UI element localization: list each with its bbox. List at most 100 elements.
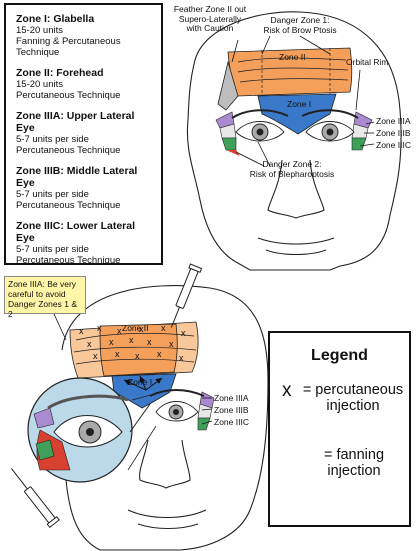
top-right-zone-iiic [351,137,367,151]
legend-percutaneous-text: = percutaneous injection [300,382,406,414]
zone-detail: Technique [16,47,60,58]
top-left-brow [231,109,289,119]
top-eyes [231,109,359,142]
top-zone-iiia-label: Zone IIIA [376,116,411,126]
zone-detail: Percutaneous Technique [16,255,121,266]
percutaneous-x-mark: x [87,339,92,349]
bottom-right-pupil [172,408,180,416]
legend-percutaneous-line1: = percutaneous [302,382,404,398]
top-zone-i-label: Zone I [287,99,312,109]
bottom-zone-iiic-label: Zone IIIC [214,417,249,427]
legend-fanning-line2: injection [327,463,381,479]
legend-title: Legend [311,347,368,364]
top-danger-feather [217,60,239,111]
callout-line3: Danger Zones 1 & 2 [8,299,77,319]
bottom-zone-ii [99,323,178,377]
top-right-brow [301,109,359,119]
bottom-lip-line [137,523,199,530]
magnifier-zone-iiia [33,407,55,429]
top-zones [215,47,373,156]
percutaneous-x-mark: x [129,335,134,345]
zone-detail: Fanning & Percutaneous [16,36,121,47]
top-zone-iiic-label: Zone IIIC [376,140,411,150]
callout-line2: careful to avoid [8,289,66,299]
bottom-zone-ii-label: Zone II [122,323,149,333]
zone-detail: 5-7 units per side [16,189,89,200]
zone-title: Zone II: Forehead [16,67,104,79]
danger-zone-2-line1: Danger Zone 2: [262,159,322,169]
bottom-nose [139,439,191,489]
zone-detail: Percutaneous Technique [16,200,121,211]
percutaneous-x-mark: x [115,349,120,359]
feather-zone-note: Feather Zone II out Supero-Laterally wit… [170,4,250,34]
zone-detail: Percutaneous Technique [16,90,121,101]
top-zone-i [257,93,337,135]
percutaneous-x-mark: x [157,349,162,359]
bottom-leader-lines [53,313,213,425]
top-right-pupil [326,128,334,136]
percutaneous-x-mark: x [93,351,98,361]
top-zone-iiib-label: Zone IIIB [376,128,411,138]
bottom-mouth [127,509,207,519]
percutaneous-x-mark: x [161,323,166,333]
zone-detail: 5-7 units per side [16,134,89,145]
percutaneous-x-mark: x [169,339,174,349]
magnifier-red-zone [36,429,71,471]
fanning-arrows [123,375,163,391]
percutaneous-x-mark: x [79,326,84,336]
percutaneous-x-mark: x [139,324,144,334]
top-nose [267,159,325,219]
bottom-zone-i-label: Zone I [128,377,153,387]
legend-fanning-text: = fanning injection [302,447,406,479]
feather-note-line1: Feather Zone II out [173,4,247,14]
zone-detail: 15-20 units [16,25,64,36]
percutaneous-x-mark: x [179,353,184,363]
bottom-right-zone-iiic [197,417,211,431]
legend-box: Legend x = percutaneous injection = fann… [268,331,411,527]
magnifier-brow [47,394,129,410]
syringe-bottom [10,468,60,529]
danger-zone-2-label: Danger Zone 2: Risk of Blepharoptosis [242,159,342,179]
bottom-zone-iiib-label: Zone IIIB [214,405,249,415]
zone-title: Zone I: Glabella [16,13,95,25]
percutaneous-x-mark: x [117,326,122,336]
percutaneous-x-mark: x [147,337,152,347]
danger-zone-1-label: Danger Zone 1: Risk of Brow Ptosis [252,15,348,35]
zone-detail: 5-7 units per side [16,244,89,255]
feather-note-line2: Supero-Laterally [178,13,242,24]
percutaneous-x-mark: x [109,337,114,347]
top-left-pupil [256,128,264,136]
top-mouth [257,237,335,245]
bottom-zone-iiia-label: Zone IIIA [214,393,249,403]
syringe-bottom-needle [129,403,151,433]
percutaneous-x-mark: x [181,328,186,338]
danger-zone-1-line1: Danger Zone 1: [270,15,330,25]
orbital-rim-label: Orbital Rim [346,57,389,67]
syringes [10,263,203,529]
zone-title: Zone IIIC: Lower Lateral Eye [16,220,136,244]
legend-percutaneous-line2: injection [326,398,380,414]
zone-title: Zone IIIB: Middle Lateral Eye [16,165,138,189]
zone-detail: Percutaneous Technique [16,145,121,156]
percutaneous-x-mark: x [97,323,102,333]
top-leader-lines [231,35,375,167]
magnifier [27,377,163,483]
legend-fanning-line1: = fanning [323,447,385,463]
feather-note-line3: with Caution [186,23,234,33]
zone-iiia-warning-callout: Zone IIIA: Be very careful to avoid Dang… [4,276,86,319]
zone-title: Zone IIIA: Upper Lateral Eye [16,110,135,134]
legend-x-symbol: x [282,380,292,401]
danger-zone-2-line2: Risk of Blepharoptosis [249,168,335,179]
top-zone-ii-label: Zone II [279,52,306,62]
top-left-red-zone [226,150,240,156]
zone-detail: 15-20 units [16,79,64,90]
danger-zone-1-line2: Risk of Brow Ptosis [263,24,337,35]
